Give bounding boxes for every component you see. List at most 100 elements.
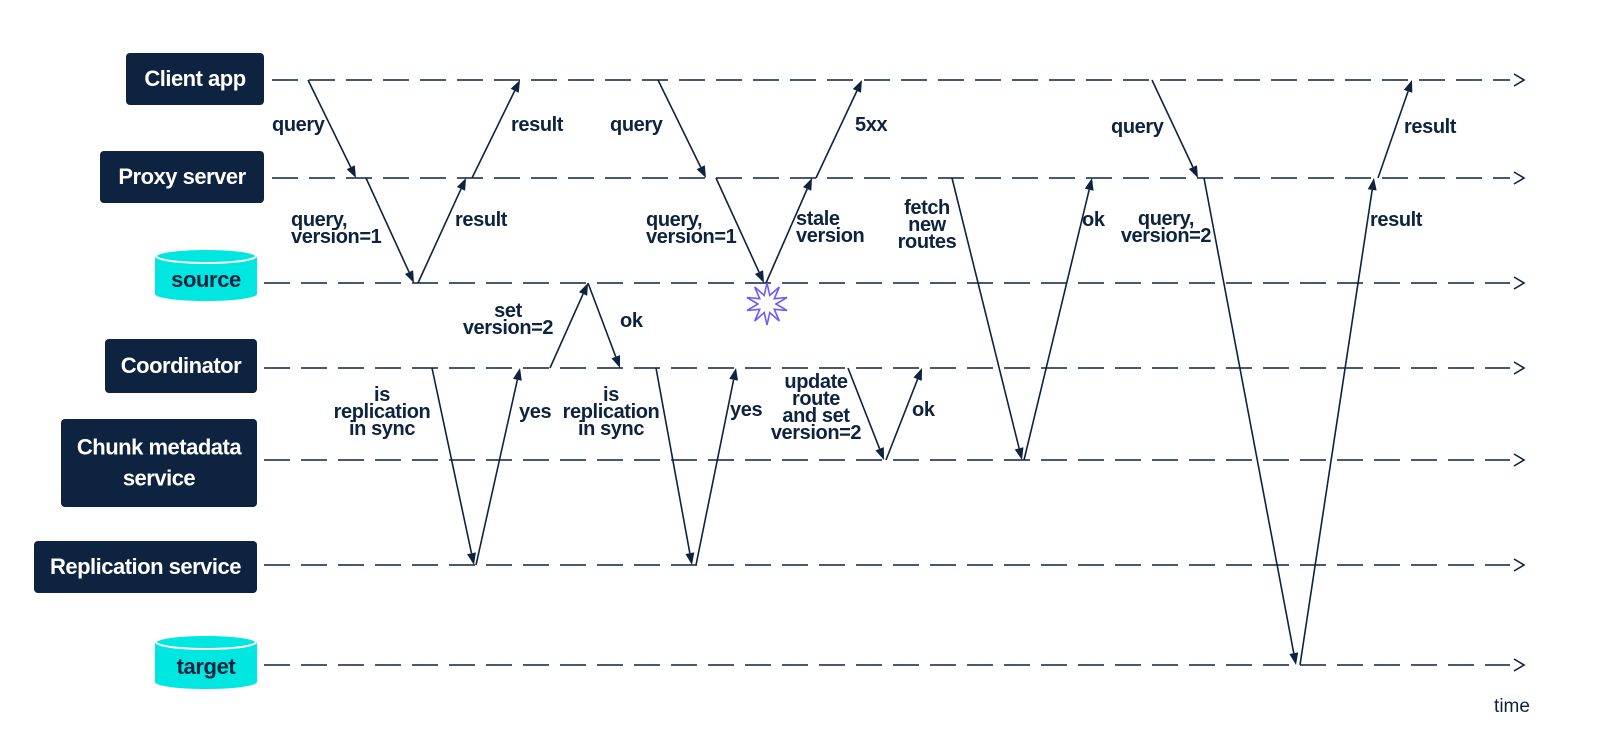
message-18: ok	[1023, 178, 1106, 461]
message-arrow-line	[695, 379, 735, 566]
markers	[746, 282, 788, 326]
lane-box-coord	[105, 339, 257, 393]
lane-header-coord: Coordinator	[105, 339, 257, 393]
message-label: result	[1370, 209, 1423, 231]
arrowhead-icon	[346, 165, 356, 178]
lane-label-repl: Replication service	[50, 554, 241, 579]
arrowhead-icon	[1367, 178, 1377, 191]
message-label: yes	[519, 401, 551, 423]
timeline-arrow-chunk	[1513, 453, 1526, 467]
message-arrow-line	[885, 378, 919, 461]
lane-label-client: Client app	[144, 66, 245, 91]
message-19: query	[1111, 79, 1198, 178]
lane-label-target: target	[177, 654, 237, 679]
arrowhead-icon	[611, 355, 620, 368]
burst-icon	[746, 282, 788, 326]
message-label: query	[610, 114, 664, 136]
message-arrow-line	[417, 188, 462, 284]
lane-box-chunk	[61, 419, 257, 507]
message-arrow-line	[765, 188, 808, 284]
arrowhead-icon	[913, 368, 922, 381]
timelines	[264, 73, 1526, 672]
arrowhead-icon	[467, 552, 476, 565]
arrowhead-icon	[729, 368, 739, 381]
message-arrow-line	[657, 79, 702, 168]
message-label: query	[1111, 116, 1165, 138]
arrowhead-icon	[852, 80, 862, 93]
message-arrow-line	[1203, 177, 1295, 654]
message-1: query	[272, 79, 356, 178]
lane-label-chunk: service	[123, 466, 196, 491]
message-label: result	[455, 209, 508, 231]
lane-label-proxy: Proxy server	[118, 164, 246, 189]
arrowhead-icon	[578, 283, 588, 296]
lane-header-client: Client app	[126, 53, 264, 105]
arrowhead-icon	[512, 368, 522, 381]
message-10: query,version=1	[646, 177, 764, 283]
message-8: ok	[587, 282, 644, 368]
message-12: 5xx	[815, 80, 888, 179]
message-20: query,version=2	[1121, 177, 1299, 665]
timeline-arrow-client	[1513, 73, 1526, 87]
lane-box-proxy	[100, 151, 264, 203]
message-16: ok	[885, 368, 936, 461]
message-label: query,version=1	[291, 209, 382, 248]
message-arrow-line	[587, 282, 617, 358]
cylinder-body-target	[155, 642, 257, 689]
time-axis-label: time	[1494, 696, 1530, 717]
lane-header-chunk: Chunk metadata service	[61, 419, 257, 507]
arrowhead-icon	[685, 552, 695, 565]
arrowhead-icon	[1014, 447, 1024, 460]
message-label: ok	[620, 310, 644, 332]
message-9: query	[610, 79, 706, 178]
lane-header-proxy: Proxy server	[100, 151, 264, 203]
arrowhead-icon	[754, 270, 764, 283]
timeline-arrow-proxy	[1513, 171, 1526, 185]
message-arrow-line	[475, 379, 519, 566]
message-3: result	[417, 178, 508, 284]
arrowhead-icon	[1403, 80, 1413, 93]
message-arrow-line	[1377, 91, 1409, 179]
arrowhead-icon	[1188, 165, 1198, 178]
message-6: yes	[475, 368, 552, 566]
message-label: query,version=2	[1121, 208, 1212, 247]
arrowhead-icon	[803, 178, 812, 191]
message-arrow-line	[549, 293, 584, 369]
message-arrow-line	[1023, 189, 1090, 461]
message-22: result	[1377, 80, 1457, 179]
timeline-arrow-coord	[1513, 361, 1526, 375]
message-arrow-line	[655, 367, 691, 554]
message-arrow-line	[431, 367, 473, 554]
message-label: yes	[730, 399, 762, 421]
timeline-arrow-source	[1513, 276, 1526, 290]
arrowhead-icon	[404, 270, 414, 283]
lane-label-coord: Coordinator	[121, 353, 242, 378]
cylinder-top-source	[155, 248, 257, 264]
lane-box-repl	[34, 541, 257, 593]
timeline-arrow-repl	[1513, 558, 1526, 572]
arrowhead-icon	[1084, 178, 1094, 191]
arrowhead-icon	[1289, 652, 1299, 665]
message-4: result	[471, 80, 564, 179]
message-arrow-line	[715, 177, 760, 273]
arrowhead-icon	[456, 178, 466, 191]
message-arrow-line	[307, 79, 352, 168]
message-arrow-line	[1151, 79, 1194, 168]
lane-header-source: source	[155, 248, 257, 301]
message-arrow-line	[951, 177, 1020, 449]
lane-label-chunk: Chunk metadata	[77, 435, 242, 460]
message-2: query,version=1	[291, 177, 414, 283]
message-arrow-line	[471, 90, 516, 179]
message-label: result	[1404, 116, 1457, 138]
